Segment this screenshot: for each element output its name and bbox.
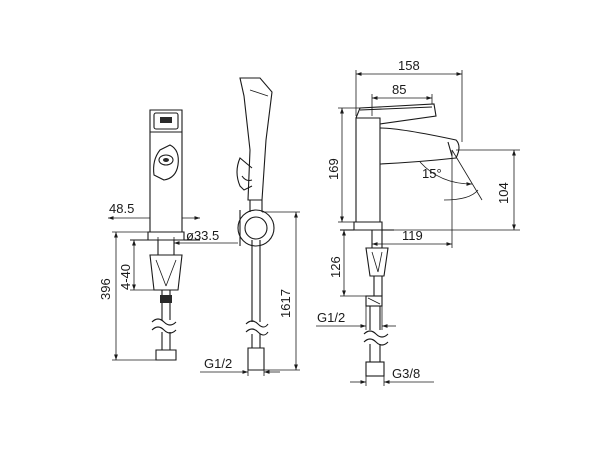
label-48-5: 48.5 (109, 201, 134, 216)
shower-head (239, 77, 273, 201)
shower-hose (251, 240, 261, 322)
front-mount-nut (149, 254, 183, 291)
label-1617: 1617 (278, 289, 293, 318)
front-lever-knob (153, 144, 179, 181)
label-396: 396 (98, 278, 113, 300)
side-lever (355, 103, 437, 125)
label-158: 158 (398, 58, 420, 73)
label-169: 169 (326, 158, 341, 180)
shower-holder-ring (237, 209, 275, 247)
front-view: 48.5 ø33.5 396 4-40 (98, 109, 238, 361)
side-view: 158 85 169 104 15° 119 126 G1/2 (316, 58, 520, 386)
side-spout (379, 127, 460, 165)
label-4-40: 4-40 (118, 264, 133, 290)
side-tap-body (355, 117, 381, 223)
shower-trigger (236, 157, 253, 191)
label-33-5: ø33.5 (186, 228, 219, 243)
label-119: 119 (402, 228, 423, 243)
side-fitting-g38 (365, 361, 385, 377)
hand-shower-view: 1617 G1/2 (200, 77, 300, 376)
label-g38: G3/8 (392, 366, 420, 381)
hose-fitting (247, 347, 265, 371)
label-15-deg: 15° (422, 166, 442, 181)
label-85: 85 (392, 82, 406, 97)
label-104: 104 (496, 182, 511, 204)
label-g12-hose: G1/2 (204, 356, 232, 371)
side-mount-nut (365, 247, 389, 277)
front-fitting (155, 349, 177, 361)
label-126: 126 (328, 256, 343, 278)
label-g12-tap: G1/2 (317, 310, 345, 325)
